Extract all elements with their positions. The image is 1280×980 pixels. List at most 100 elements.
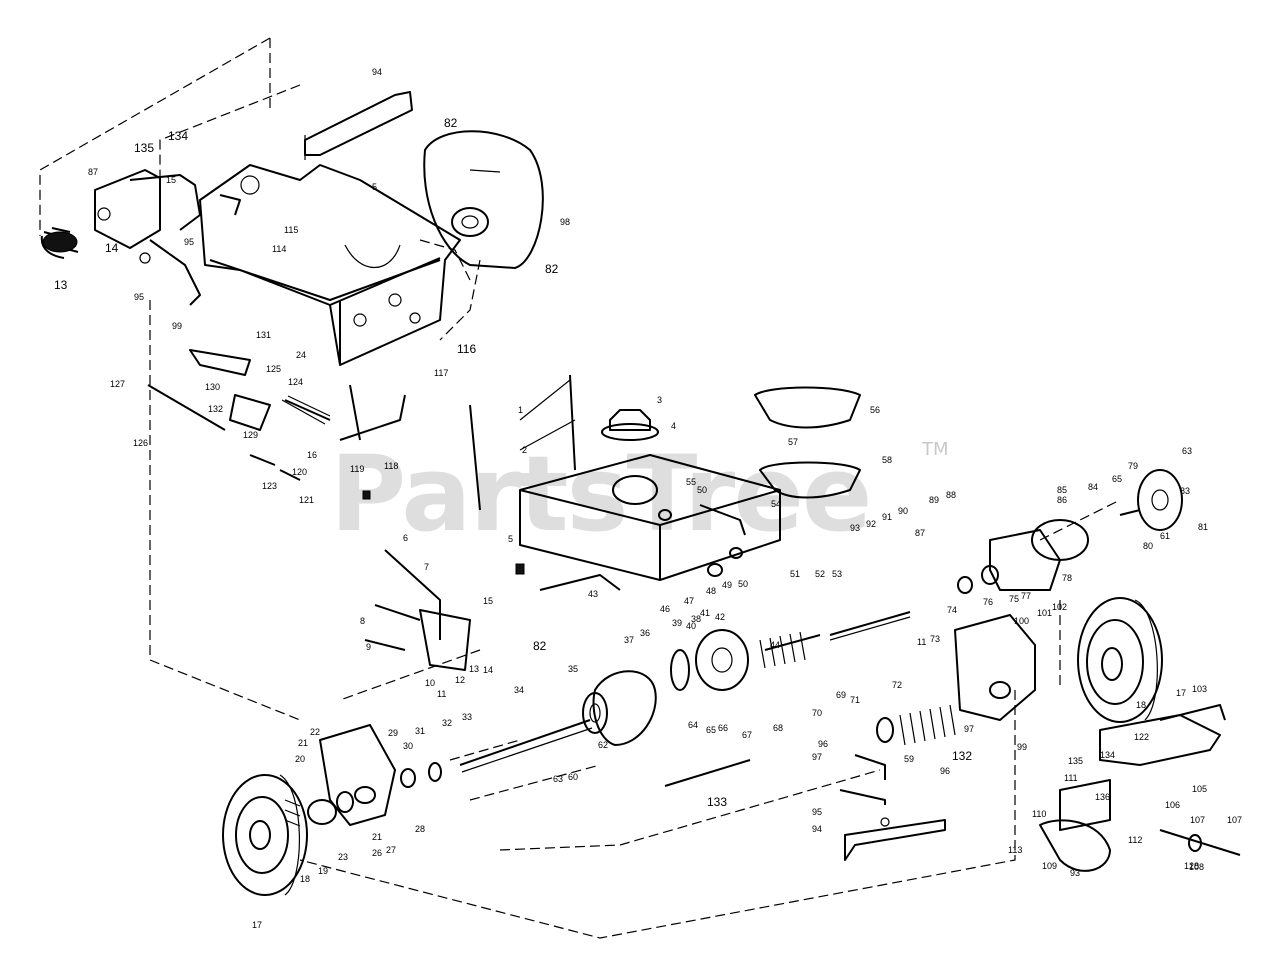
pulley-cover-82 (423, 130, 544, 269)
part-label: 48 (706, 586, 716, 596)
part-label: 24 (296, 350, 306, 360)
part-label: 34 (514, 685, 524, 695)
part-label: 96 (818, 739, 828, 749)
part-label: 32 (442, 718, 452, 728)
part-label: 46 (660, 604, 670, 614)
part-label: 135 (1068, 756, 1083, 766)
part-label: 14 (483, 665, 493, 675)
part-label: 53 (832, 569, 842, 579)
handle-rod-assembly (147, 349, 406, 500)
part-label: 99 (1017, 742, 1027, 752)
part-label: 74 (947, 605, 957, 615)
part-label: 107 (1190, 815, 1205, 825)
drive-disc-assembly (592, 611, 911, 746)
part-label: 63 (1182, 446, 1192, 456)
part-label: 132 (208, 404, 223, 414)
part-label: 107 (1227, 815, 1242, 825)
part-label: 113 (1008, 845, 1022, 855)
part-label: 18 (1136, 700, 1146, 710)
part-label: 72 (892, 680, 902, 690)
part-label: 90 (898, 506, 908, 516)
part-label: 18 (300, 874, 310, 884)
part-label: 80 (1143, 541, 1153, 551)
spring-13 (40, 227, 79, 259)
blade-guard-99 (1039, 779, 1111, 872)
part-label: 1 (518, 405, 523, 415)
part-label: 136 (1095, 792, 1110, 802)
part-label: 54 (771, 499, 781, 509)
drive-shaft-34 (459, 692, 608, 773)
part-label: 82 (444, 116, 458, 130)
seat-pan-56 (754, 386, 861, 429)
part-label: 79 (1128, 461, 1138, 471)
wheel-18-right (1077, 597, 1163, 723)
part-label: 69 (836, 690, 846, 700)
part-label: 13 (54, 278, 68, 292)
part-label: 40 (686, 621, 696, 631)
wheel-18-left (222, 774, 308, 896)
part-label: 105 (1192, 784, 1207, 794)
part-label: 135 (134, 141, 154, 155)
part-label: 6 (403, 533, 408, 543)
part-label: 63 (553, 774, 563, 784)
part-label: 109 (1042, 861, 1057, 871)
part-label: 15 (166, 175, 176, 185)
part-label: 52 (815, 569, 825, 579)
part-label: 102 (1052, 602, 1067, 612)
part-label: 17 (252, 920, 262, 930)
rod-133 (664, 759, 751, 787)
part-label: 67 (742, 730, 752, 740)
part-label: 94 (812, 824, 822, 834)
part-label: 88 (946, 490, 956, 500)
part-label: 66 (718, 723, 728, 733)
part-label: 93 (850, 523, 860, 533)
part-label: 10 (425, 678, 435, 688)
transmission-frame-5 (515, 409, 781, 591)
part-label: 108 (1189, 862, 1204, 872)
part-label: 26 (372, 848, 382, 858)
part-label: 85 (1057, 485, 1067, 495)
assembly-guide-lines (39, 37, 1121, 939)
part-label: 95 (134, 292, 144, 302)
part-label: 64 (688, 720, 698, 730)
part-label: 50 (697, 485, 707, 495)
part-label: 77 (1021, 591, 1031, 601)
part-label: 116 (457, 342, 476, 356)
part-label: 58 (882, 455, 892, 465)
part-label: 134 (1100, 750, 1115, 760)
watermark: PartsTree (330, 433, 870, 555)
part-label: 129 (243, 430, 258, 440)
part-label: 130 (205, 382, 220, 392)
part-label: 3 (657, 395, 662, 405)
part-label: 61 (1160, 531, 1170, 541)
part-label: 47 (684, 596, 694, 606)
part-label: 97 (964, 724, 974, 734)
part-label: 11 (437, 689, 446, 699)
part-label: 131 (256, 330, 271, 340)
part-label: 97 (812, 752, 822, 762)
part-label: 128 (1184, 861, 1199, 871)
part-label: 55 (686, 477, 696, 487)
part-label: 114 (272, 244, 286, 254)
right-pulley-cluster (957, 469, 1183, 594)
watermark-trademark: TM (921, 439, 949, 460)
part-label: 101 (1037, 608, 1052, 618)
part-label: 133 (707, 795, 727, 809)
part-label: 5 (372, 182, 377, 192)
part-label: 81 (1198, 522, 1208, 532)
part-label: 4 (671, 421, 676, 431)
part-label: 70 (812, 708, 822, 718)
part-label: 29 (388, 728, 398, 738)
part-label: 82 (533, 639, 547, 653)
part-label: 14 (105, 241, 119, 255)
part-label: 2 (522, 445, 527, 455)
part-label: 84 (1088, 482, 1098, 492)
part-label: 65 (706, 725, 716, 735)
part-label: 17 (1176, 688, 1186, 698)
part-label: 16 (307, 450, 317, 460)
part-label: 98 (560, 217, 570, 227)
part-label: 89 (929, 495, 939, 505)
part-label: 20 (295, 754, 305, 764)
part-label: 41 (700, 608, 710, 618)
part-label: 122 (1134, 732, 1149, 742)
